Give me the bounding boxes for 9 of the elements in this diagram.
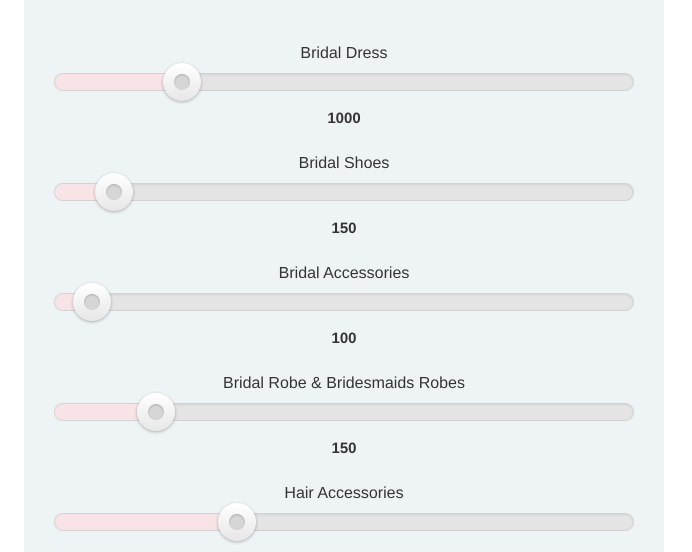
slider-value: 150 (331, 439, 357, 459)
slider-label: Bridal Robe & Bridesmaids Robes (223, 374, 465, 394)
slider-label: Hair Accessories (284, 484, 404, 504)
slider-value: 150 (331, 219, 357, 239)
slider-label: Bridal Shoes (298, 154, 390, 174)
slider-value: 100 (331, 329, 357, 349)
slider-value: 1000 (327, 109, 361, 129)
slider-label: Bridal Dress (300, 44, 388, 64)
slider-label: Bridal Accessories (278, 264, 410, 284)
